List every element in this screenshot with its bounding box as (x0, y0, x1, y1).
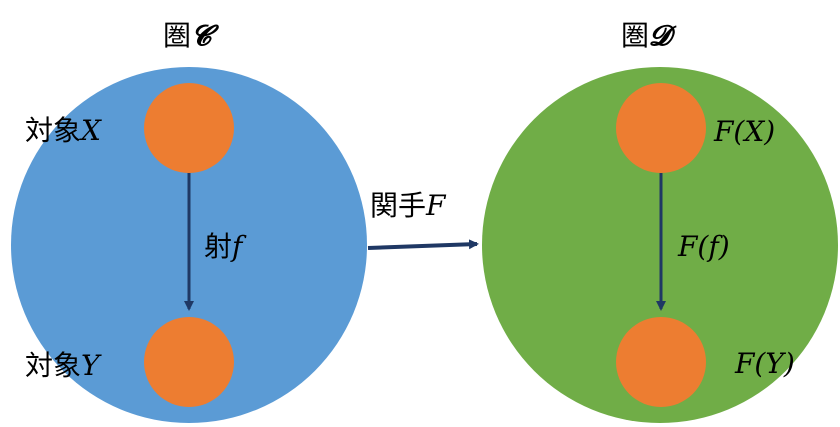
category-c-title-prefix: 圏 (163, 19, 192, 52)
category-c-title-symbol: 𝓒 (191, 19, 211, 52)
object-x-prefix: 対象 (25, 114, 82, 147)
object-fy-node (616, 317, 706, 407)
object-y-label: 対象Y (25, 352, 100, 381)
object-x-var: X (81, 114, 101, 147)
object-y-node (144, 317, 234, 407)
morphism-f-label: 射f (204, 233, 242, 262)
object-x-label: 対象X (25, 117, 101, 146)
object-fx-label: F(X) (714, 115, 776, 148)
morphism-ff-label: F(f) (678, 230, 730, 263)
category-d-title-symbol: 𝓓 (649, 19, 671, 52)
object-x-node (144, 83, 234, 173)
category-c-title: 圏𝓒 (163, 22, 211, 51)
morphism-f-prefix: 射 (204, 230, 233, 263)
morphism-f-var: f (232, 230, 243, 263)
category-d-title: 圏𝓓 (621, 22, 671, 51)
object-y-prefix: 対象 (25, 349, 82, 382)
object-y-var: Y (81, 349, 100, 382)
category-d-title-prefix: 圏 (621, 19, 650, 52)
object-fy-label: F(Y) (735, 347, 795, 380)
functor-label: 関手F (370, 192, 445, 221)
object-fx-node (616, 83, 706, 173)
functor-prefix: 関手 (370, 189, 427, 222)
functor-arrow (367, 239, 479, 250)
functor-var: F (426, 189, 446, 222)
